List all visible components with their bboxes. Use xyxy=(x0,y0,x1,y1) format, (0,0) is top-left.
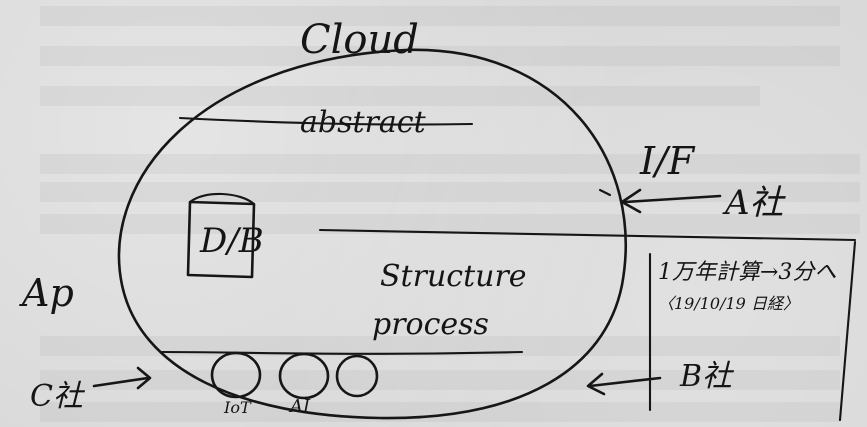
connector-line xyxy=(318,228,857,242)
background-text-band xyxy=(40,46,840,66)
b-company-label: B社 xyxy=(680,359,733,394)
process-layer-line xyxy=(160,350,524,355)
background-text-band xyxy=(40,154,860,174)
ai-label: AI xyxy=(290,396,311,417)
arrow-c-company xyxy=(92,376,150,388)
a-company-label: A社 xyxy=(725,183,784,223)
arrow-b-company-head xyxy=(586,372,606,396)
database-lid xyxy=(188,192,256,206)
circle-ai xyxy=(278,352,330,400)
arrow-c-company-head xyxy=(136,366,152,390)
abstract-label: abstract xyxy=(300,105,426,140)
background-text-band xyxy=(40,336,840,356)
circle-iot xyxy=(210,351,262,399)
cloud-outline xyxy=(117,48,627,420)
note-frame-right xyxy=(838,240,857,422)
database-box xyxy=(186,200,256,279)
background-text-band xyxy=(40,6,840,26)
database-label: D/B xyxy=(200,221,264,261)
cloud-label: Cloud xyxy=(300,17,419,63)
abstract-layer-line xyxy=(178,116,474,126)
arrow-b-company xyxy=(588,376,662,388)
background-text-band xyxy=(40,370,840,390)
structure-label: Structure xyxy=(380,259,527,294)
arrow-a-company xyxy=(623,194,722,204)
note-line-1: 1万年計算→3分へ xyxy=(658,260,837,285)
iot-label: IoT xyxy=(224,398,251,417)
circle-third xyxy=(335,354,379,398)
process-label: process xyxy=(372,307,489,342)
arrow-a-company-head xyxy=(620,188,642,214)
background-text-band xyxy=(40,402,840,422)
ap-label: Ap xyxy=(22,271,74,315)
background-text-band xyxy=(40,214,860,234)
interface-label: I/F xyxy=(640,139,695,183)
interface-tick xyxy=(598,188,612,197)
background-text-band xyxy=(40,182,860,202)
note-line-2: 〈19/10/19 日経〉 xyxy=(658,294,799,313)
c-company-label: C社 xyxy=(30,379,83,414)
